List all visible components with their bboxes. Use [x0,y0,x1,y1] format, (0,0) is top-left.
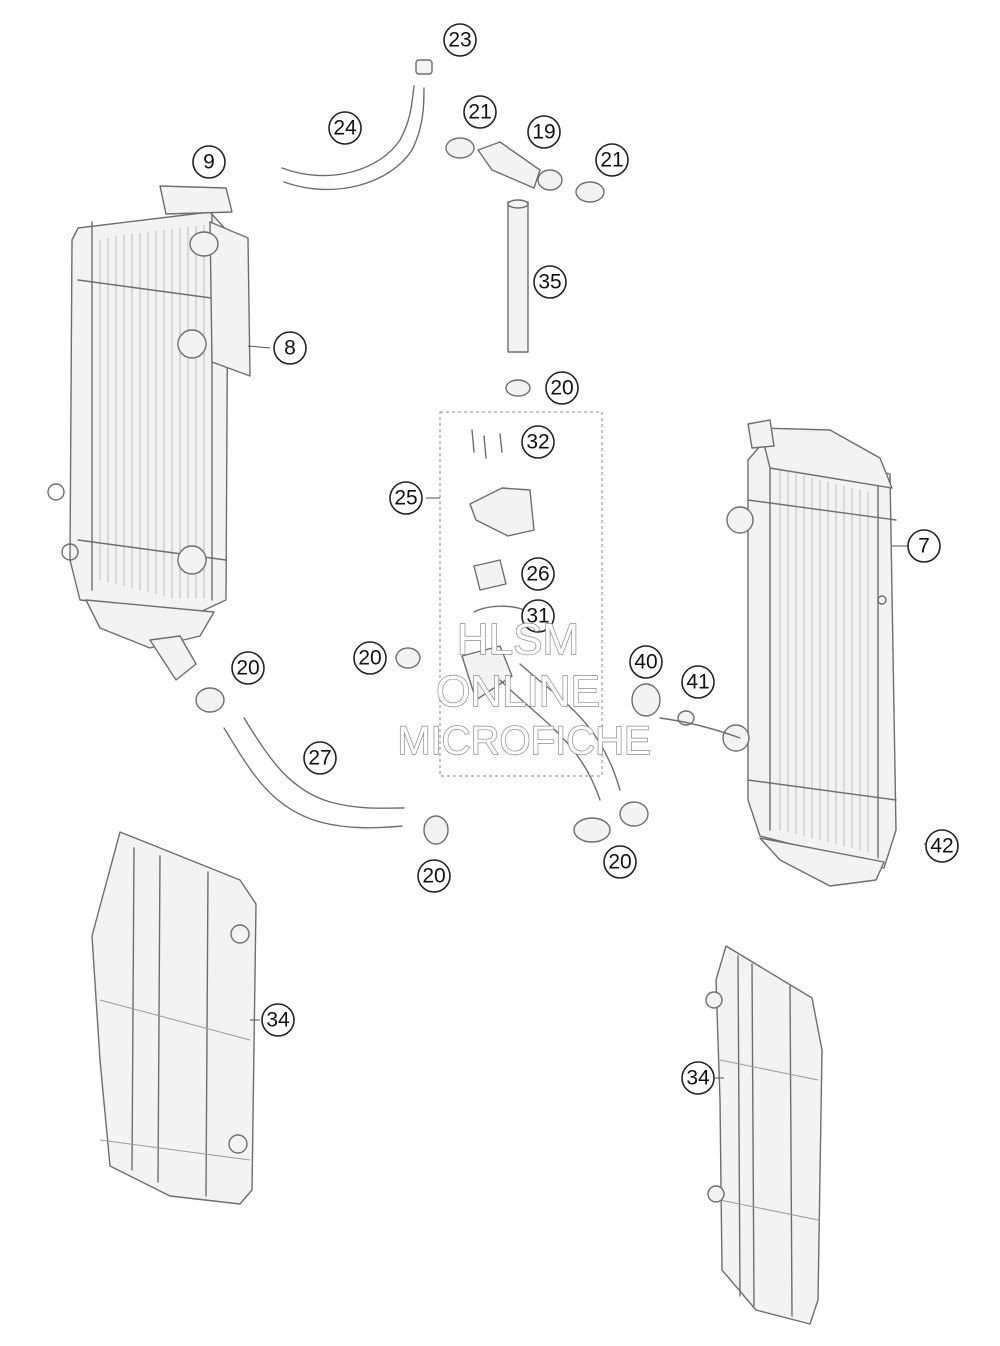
left-shroud [91,831,257,1205]
hose-center [499,663,741,801]
callout-20: 20 [603,845,637,879]
watermark: HLSM ONLINE MICROFICHE [397,614,652,763]
svg-text:21: 21 [600,149,623,172]
fitting-group-19 [445,137,605,397]
svg-text:41: 41 [686,671,709,694]
right-radiator [722,419,897,887]
callout-21: 21 [595,143,629,177]
svg-text:27: 27 [308,747,331,770]
callout-27: 27 [303,741,337,775]
callout-31: 31 [521,599,555,633]
svg-text:20: 20 [422,865,445,888]
callout-35: 35 [533,265,567,299]
svg-text:20: 20 [236,657,259,680]
callout-20: 20 [353,641,387,675]
callout-7: 7 [907,529,941,563]
callout-32: 32 [521,425,555,459]
svg-text:26: 26 [526,563,549,586]
callout-20: 20 [545,371,579,405]
svg-text:21: 21 [468,101,491,124]
callout-21: 21 [463,95,497,129]
svg-text:20: 20 [358,647,381,670]
svg-text:7: 7 [918,535,930,558]
callout-8: 8 [273,331,307,365]
clamps [195,647,957,848]
callout-9: 9 [192,145,226,179]
svg-text:40: 40 [634,651,657,674]
callout-42: 42 [925,829,959,863]
callout-25: 25 [389,481,423,515]
right-shroud [705,945,823,1325]
callout-19: 19 [527,115,561,149]
svg-text:32: 32 [526,431,549,454]
callout-34: 34 [261,1003,295,1037]
left-radiator [47,185,251,681]
hose-24 [281,59,433,191]
svg-text:24: 24 [333,117,357,140]
callout-41: 41 [681,665,715,699]
svg-text:25: 25 [394,487,417,510]
svg-text:HLSM: HLSM [457,615,579,664]
callout-23: 23 [443,23,477,57]
hose-27 [223,717,405,829]
svg-text:20: 20 [608,851,631,874]
svg-text:34: 34 [686,1067,710,1090]
svg-text:MICROFICHE: MICROFICHE [397,719,650,763]
svg-text:34: 34 [266,1009,290,1032]
svg-text:42: 42 [930,835,953,858]
callout-34: 34 [681,1061,715,1095]
svg-text:35: 35 [538,271,561,294]
svg-text:20: 20 [550,377,573,400]
callout-26: 26 [521,557,555,591]
svg-text:9: 9 [203,151,215,174]
svg-text:23: 23 [448,29,471,52]
callout-24: 24 [328,111,362,145]
callout-40: 40 [629,645,663,679]
kit-group-25 [439,411,603,777]
svg-text:8: 8 [284,337,296,360]
callout-20: 20 [417,859,451,893]
svg-text:31: 31 [526,605,549,628]
svg-text:19: 19 [532,121,555,144]
callout-20: 20 [231,651,265,685]
svg-text:ONLINE: ONLINE [436,667,600,716]
